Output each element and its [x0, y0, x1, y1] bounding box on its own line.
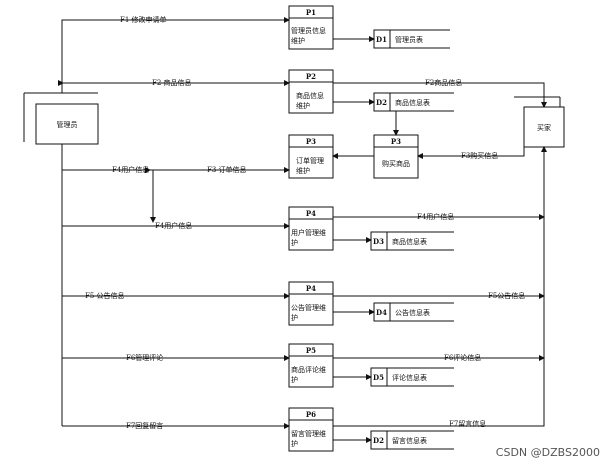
- svg-text:用户管理维: 用户管理维: [291, 228, 326, 237]
- entity-buyer: 买家: [514, 96, 565, 148]
- svg-text:P4: P4: [306, 284, 316, 293]
- flow-f6b-label: F6评论信息: [444, 353, 481, 362]
- flow-labels: F1 修改申请单 F2 商品信息 F2商品信息 F3 订单信息 F3购买信息 F…: [85, 15, 525, 430]
- svg-text:管理员表: 管理员表: [395, 35, 423, 44]
- store-d5: D5 评论信息表: [370, 367, 454, 387]
- svg-text:订单管理: 订单管理: [296, 156, 324, 165]
- svg-text:商品信息: 商品信息: [296, 91, 324, 100]
- flow-f7a-label: F7回复留言: [126, 421, 163, 430]
- svg-text:D2: D2: [373, 436, 384, 445]
- flow-f4b-label: F4用户信息: [155, 221, 192, 230]
- svg-text:购买商品: 购买商品: [382, 159, 410, 168]
- flow-f6a-label: F6管理评论: [126, 353, 163, 362]
- flow-f4c-label: F4用户信息: [417, 212, 454, 221]
- entity-admin-label: 管理员: [57, 120, 78, 129]
- svg-text:P3: P3: [391, 137, 401, 146]
- flow-f1-label: F1 修改申请单: [120, 15, 167, 24]
- process-p6: P6 留言管理维 护: [288, 407, 334, 452]
- store-d1: D1 管理员表: [373, 29, 450, 49]
- store-d3: D3 商品信息表: [370, 231, 454, 251]
- svg-text:商品评论维: 商品评论维: [291, 365, 326, 374]
- process-p3-purchase: P3 购买商品: [373, 134, 419, 179]
- flow-f2b-label: F2商品信息: [425, 78, 462, 87]
- svg-text:P6: P6: [306, 410, 316, 419]
- process-p2: P2 商品信息 维护: [288, 69, 334, 114]
- entity-buyer-label: 买家: [537, 123, 551, 132]
- svg-text:护: 护: [291, 313, 298, 322]
- flow-lines: [58, 17, 547, 443]
- store-d4: D4 公告信息表: [373, 302, 454, 322]
- svg-text:D2: D2: [376, 98, 387, 107]
- svg-text:护: 护: [291, 238, 298, 247]
- flow-f3a-label: F3 订单信息: [207, 165, 247, 174]
- process-p1-name-2: 维护: [291, 36, 305, 45]
- process-p1: P1 管理员信息 维护: [288, 5, 334, 50]
- flow-f5a-label: F5 公告信息: [85, 291, 125, 300]
- svg-text:D1: D1: [376, 35, 387, 44]
- svg-text:D3: D3: [373, 237, 384, 246]
- svg-text:P4: P4: [306, 209, 316, 218]
- process-p3-order: P3 订单管理 维护: [288, 134, 334, 179]
- svg-text:评论信息表: 评论信息表: [392, 373, 427, 382]
- svg-text:商品信息表: 商品信息表: [392, 237, 427, 246]
- flow-f5b-label: F5公告信息: [488, 291, 525, 300]
- flow-f3b-label: F3购买信息: [461, 151, 498, 160]
- svg-text:护: 护: [291, 439, 298, 448]
- svg-text:留言管理维: 留言管理维: [291, 429, 326, 438]
- svg-text:商品信息表: 商品信息表: [395, 98, 430, 107]
- svg-text:维护: 维护: [296, 101, 310, 110]
- svg-text:护: 护: [291, 375, 298, 384]
- entity-admin: 管理员: [23, 92, 99, 145]
- svg-text:D4: D4: [376, 308, 387, 317]
- svg-text:公告管理维: 公告管理维: [291, 303, 326, 312]
- process-p4-notice: P4 公告管理维 护: [288, 281, 334, 326]
- svg-text:公告信息表: 公告信息表: [395, 308, 430, 317]
- store-d2-goods: D2 商品信息表: [373, 92, 454, 112]
- store-d2-message: D2 留言信息表: [370, 430, 454, 450]
- process-p4-user: P4 用户管理维 护: [288, 206, 334, 251]
- svg-text:P1: P1: [306, 8, 316, 17]
- watermark: CSDN @DZBS2000: [496, 446, 600, 459]
- svg-text:维护: 维护: [296, 166, 310, 175]
- process-p5: P5 商品评论维 护: [288, 343, 334, 388]
- svg-text:D5: D5: [373, 373, 384, 382]
- flow-f4a-label: F4用户信息: [112, 165, 149, 174]
- flow-f7b-label: F7留言信息: [449, 419, 486, 428]
- process-p1-name-1: 管理员信息: [291, 26, 326, 35]
- svg-text:留言信息表: 留言信息表: [392, 436, 427, 445]
- svg-text:P2: P2: [306, 72, 316, 81]
- flow-f2a-label: F2 商品信息: [152, 78, 192, 87]
- svg-text:P5: P5: [306, 346, 316, 355]
- svg-text:P3: P3: [306, 137, 316, 146]
